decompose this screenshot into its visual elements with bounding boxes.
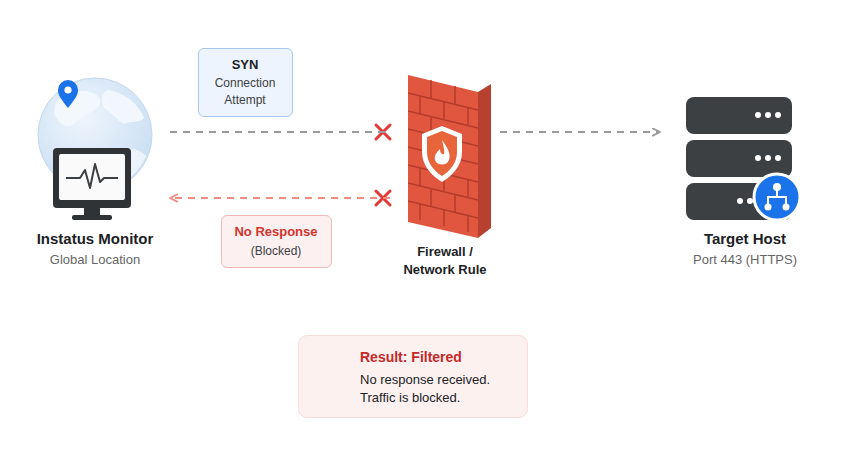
packet-description: Connection Attempt [205, 75, 285, 109]
firewall-node: Firewall / Network Rule [390, 70, 500, 280]
status-description: (Blocked) [222, 243, 330, 259]
response-connector [170, 197, 390, 199]
location-pin [58, 80, 78, 108]
monitor-node: Instatus MonitorGlobal Location [20, 80, 170, 270]
packet-name: SYN [199, 57, 291, 73]
node-subtitle: Global Location [20, 252, 170, 268]
result-box: Result: Filtered No response received. Tr… [298, 335, 528, 418]
node-title: Instatus Monitor [20, 230, 170, 248]
result-title: Result: Filtered [360, 349, 525, 366]
result-body: No response received. Traffic is blocked… [360, 371, 510, 407]
server-node: Target HostPort 443 (HTTPS) [660, 90, 830, 270]
node-title: Target Host [660, 230, 830, 248]
forward-connector [500, 131, 660, 133]
node-subtitle: Port 443 (HTTPS) [660, 252, 830, 268]
monitor-icon [53, 148, 131, 220]
network-badge [754, 174, 800, 220]
packet-label-box: SYN Connection Attempt [198, 48, 293, 117]
node-title: Firewall / Network Rule [390, 243, 500, 279]
request-connector [170, 131, 390, 133]
firewall-wall [408, 75, 491, 238]
status-name: No Response [222, 224, 330, 240]
status-label-box: No Response (Blocked) [221, 215, 332, 268]
